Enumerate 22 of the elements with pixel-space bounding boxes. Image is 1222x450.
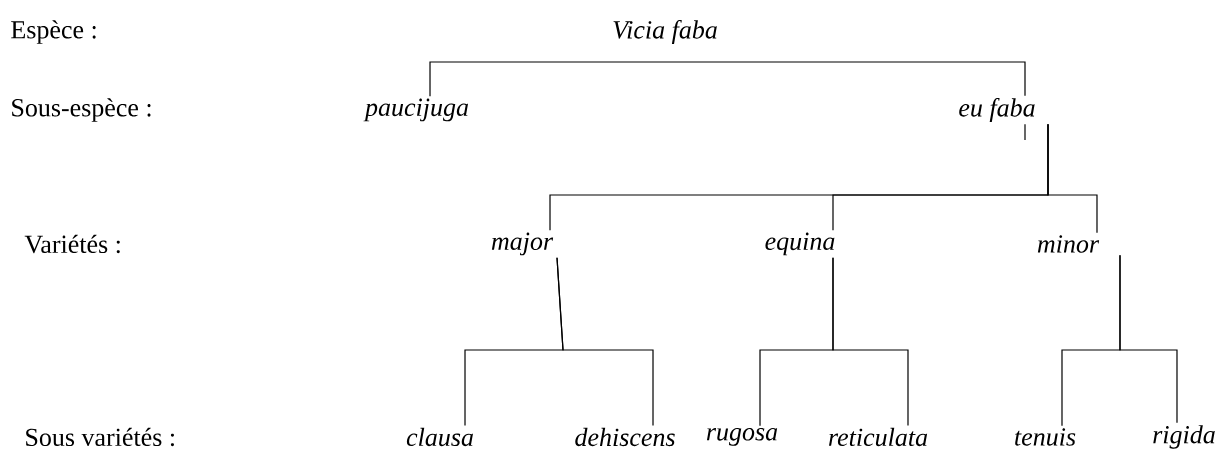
taxon-name: paucijuga <box>363 98 469 122</box>
rank-label: Sous variétés : <box>26 427 174 447</box>
taxon-name: major <box>491 232 554 256</box>
tree-line <box>556 257 654 427</box>
tree-line <box>429 61 666 97</box>
tree-line <box>664 61 1026 97</box>
taxon-name: reticulata <box>829 427 928 447</box>
taxon-name: minor <box>1037 235 1100 253</box>
taxon-name: Vicia faba <box>613 20 717 44</box>
taxon-name: clausa <box>406 427 473 447</box>
rank-label: Sous-espèce : <box>12 98 151 122</box>
taxon-name: tenuis <box>1015 428 1076 446</box>
taxon-name: rigida <box>1153 425 1215 449</box>
tree-line <box>1119 254 1178 424</box>
rank-label: Espèce : <box>11 20 96 44</box>
taxon-name: dehiscens <box>575 427 675 447</box>
taxon-name: equina <box>765 232 835 256</box>
rank-label: Variétés : <box>24 234 120 254</box>
tree-line <box>1047 123 1098 234</box>
tree-line <box>832 257 909 427</box>
taxon-name: rugosa <box>706 428 778 446</box>
taxon-name: eu faba <box>959 98 1035 122</box>
